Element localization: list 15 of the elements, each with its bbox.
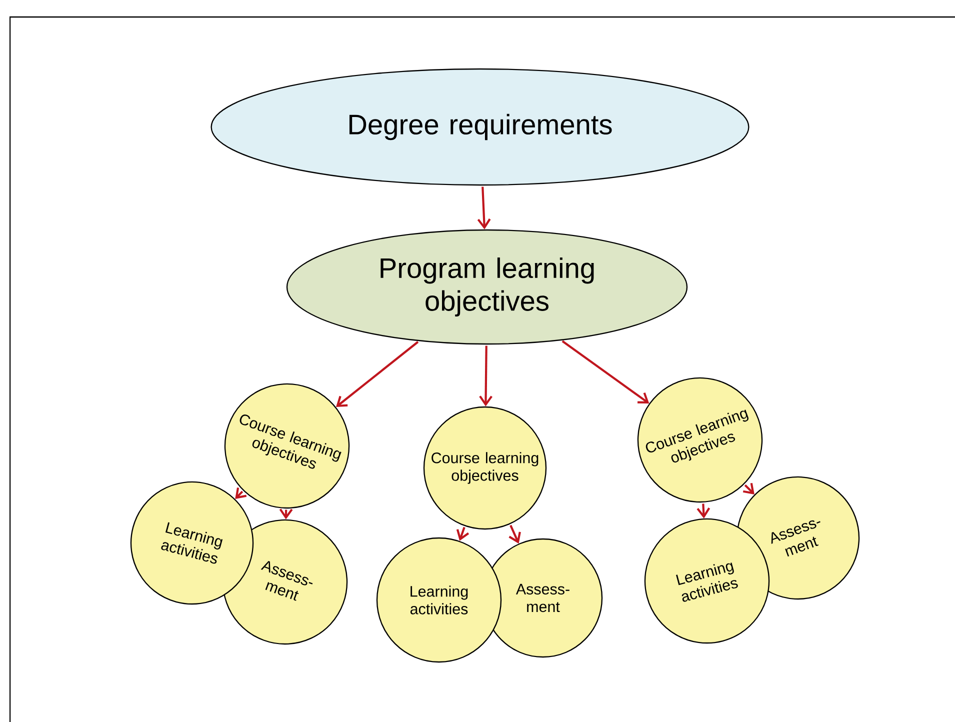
arrow <box>742 482 754 494</box>
arrow <box>508 524 521 544</box>
circle-node: Assess- ment <box>483 538 603 658</box>
arrow <box>562 340 650 404</box>
arrow <box>456 526 470 541</box>
arrow <box>336 341 419 408</box>
arrow <box>696 504 710 518</box>
ellipse-node: Degree requirements <box>210 68 750 186</box>
circle-node: Course learning objectives <box>423 406 547 530</box>
arrow <box>479 346 492 406</box>
circle-node: Learning activities <box>644 518 770 644</box>
arrow <box>235 487 247 499</box>
circle-node: Learning activities <box>376 537 502 663</box>
arrow <box>477 186 491 230</box>
ellipse-node: Program learning objectives <box>286 229 688 345</box>
